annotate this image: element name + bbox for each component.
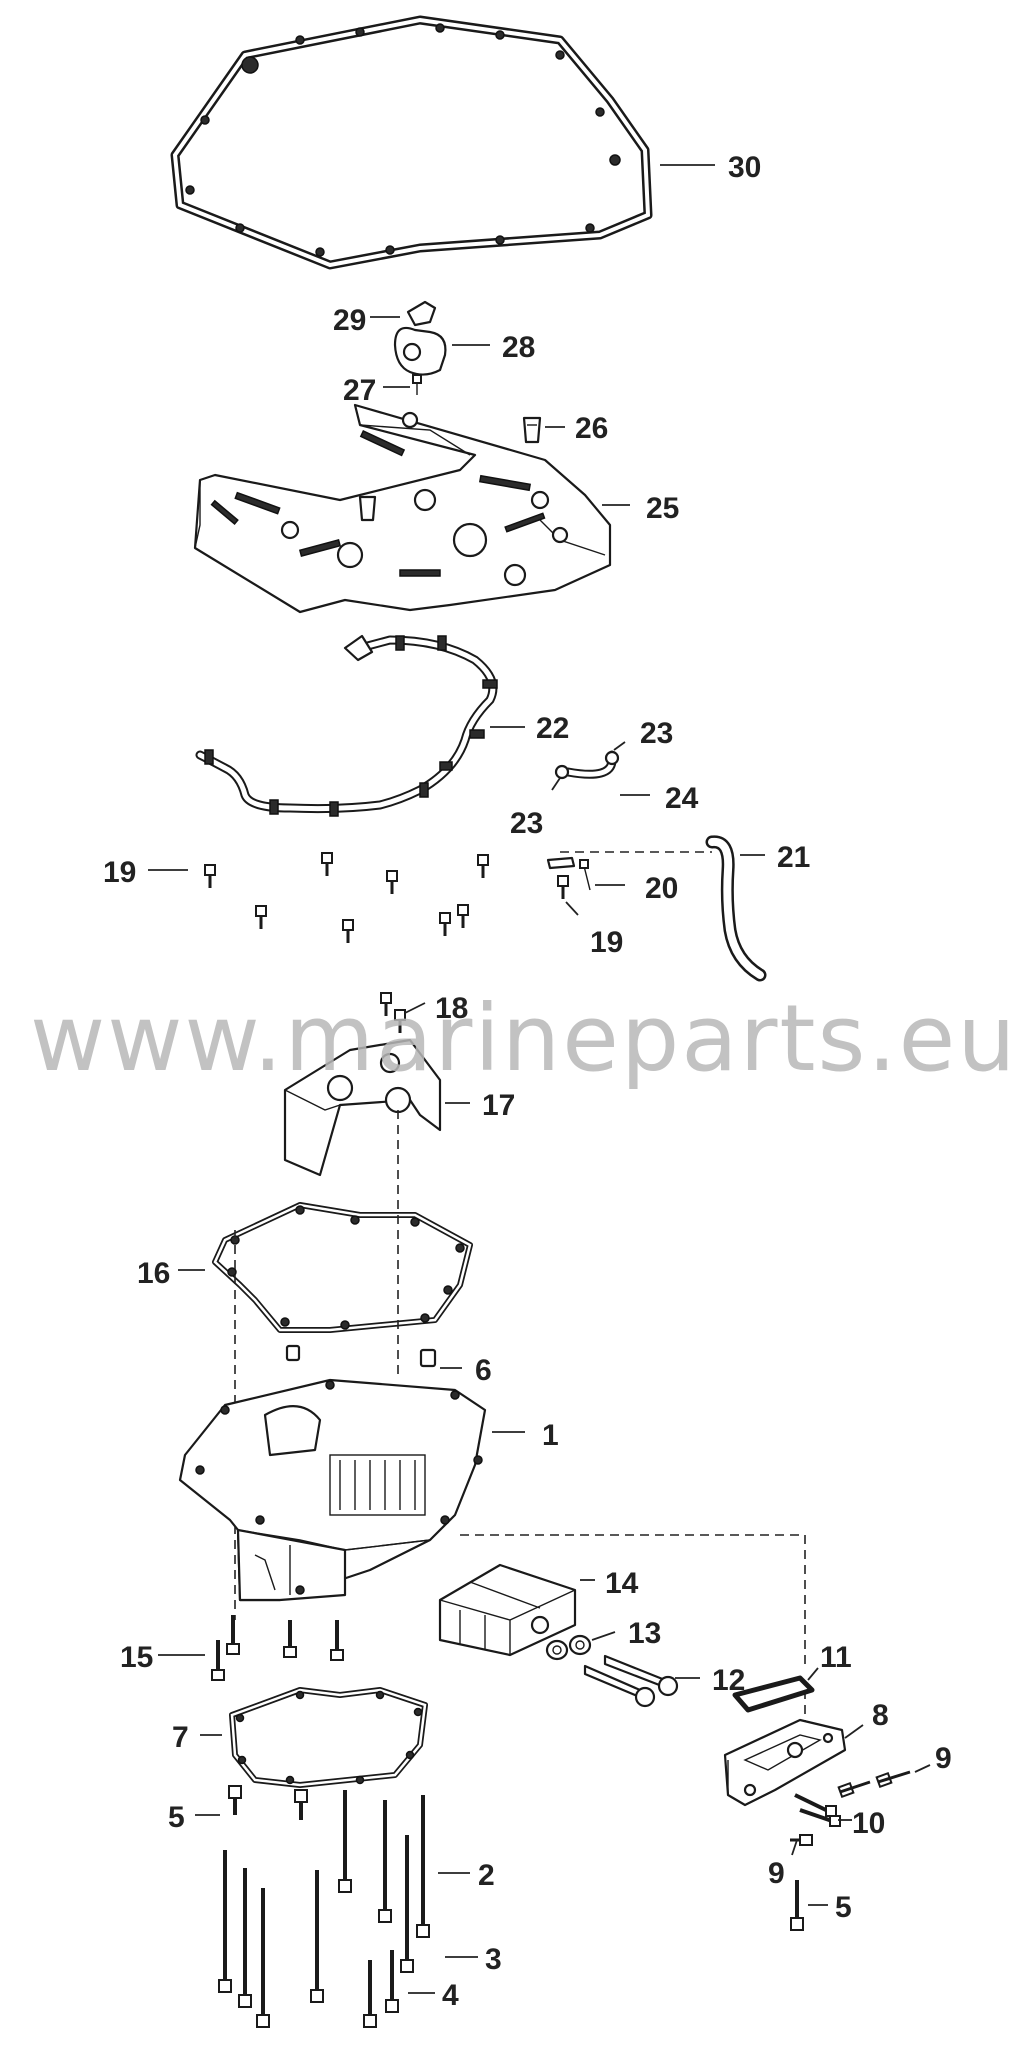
callout-26: 26	[575, 412, 608, 445]
part-2-long-bolts	[218, 1785, 430, 2028]
part-13-washers	[545, 1634, 592, 1661]
callout-7: 7	[172, 1721, 189, 1754]
part-15-bolts	[211, 1615, 344, 1681]
callout-30: 30	[728, 151, 761, 184]
callout-29: 29	[333, 304, 366, 337]
callout-25: 25	[646, 492, 679, 525]
callout-13: 13	[628, 1617, 661, 1650]
part-7-gasket	[229, 1687, 428, 1788]
callout-4: 4	[442, 1979, 459, 2012]
callout-17: 17	[482, 1089, 515, 1122]
callout-9-bottom: 9	[768, 1857, 785, 1890]
part-8-housing	[723, 1718, 847, 1807]
leader-lines	[148, 164, 931, 1994]
callout-23-bottom: 23	[510, 807, 543, 840]
callout-14: 14	[605, 1567, 639, 1600]
callout-labels: 30 29 28 27 26 25 22 23 23 24 21 19 20 1…	[103, 151, 952, 2012]
part-28-clamp	[393, 326, 447, 376]
callout-22: 22	[536, 712, 569, 745]
callout-10: 10	[852, 1807, 885, 1840]
callout-8: 8	[872, 1699, 889, 1732]
part-9-bolts-b	[790, 1834, 813, 1846]
part-27-screw	[412, 374, 422, 395]
callout-16: 16	[137, 1257, 170, 1290]
callout-21: 21	[777, 841, 810, 874]
part-25-adapter-plate	[193, 403, 612, 614]
callout-6: 6	[475, 1354, 492, 1387]
callout-19-left: 19	[103, 856, 136, 889]
callout-1: 1	[542, 1419, 559, 1452]
part-21-hose	[705, 835, 767, 982]
callout-28: 28	[502, 331, 535, 364]
part-6-dowels	[285, 1344, 437, 1368]
part-23-clamp-a	[554, 764, 570, 780]
callout-11: 11	[820, 1641, 852, 1674]
watermark-text: www.marineparts.eu	[30, 985, 1018, 1092]
callout-12: 12	[712, 1664, 745, 1697]
callout-27: 27	[343, 374, 376, 407]
part-22-harness	[195, 634, 498, 817]
callout-19-right: 19	[590, 926, 623, 959]
part-26-fastener	[522, 416, 542, 444]
part-30-seal	[170, 15, 653, 270]
part-1-oil-pan	[178, 1378, 487, 1602]
part-17-cover	[283, 1038, 442, 1177]
part-16-gasket	[212, 1202, 473, 1333]
callout-3: 3	[485, 1943, 502, 1976]
callout-23-top: 23	[640, 717, 673, 750]
callout-2: 2	[478, 1859, 495, 1892]
part-23-clamp-b	[604, 750, 620, 766]
part-20-fitting	[546, 856, 591, 891]
callout-18: 18	[435, 992, 468, 1025]
callout-5-left: 5	[168, 1801, 185, 1834]
part-26-fastener-2	[358, 495, 377, 522]
callout-24: 24	[665, 782, 699, 815]
dashed-guide-d	[460, 1534, 806, 1665]
part-11-seal	[732, 1675, 815, 1713]
callout-15: 15	[120, 1641, 153, 1674]
callout-9-right: 9	[935, 1742, 952, 1775]
callout-20: 20	[645, 872, 678, 905]
part-12-bolts	[583, 1654, 679, 1708]
part-19-bolts	[204, 852, 569, 943]
part-10-stud	[794, 1793, 841, 1827]
part-29-clip	[406, 300, 437, 327]
part-18-bolts	[380, 992, 406, 1033]
callout-5-right: 5	[835, 1891, 852, 1924]
part-9-bolts-a	[837, 1770, 911, 1799]
part-5-bolt-right	[790, 1880, 804, 1931]
part-14-block	[438, 1563, 577, 1657]
